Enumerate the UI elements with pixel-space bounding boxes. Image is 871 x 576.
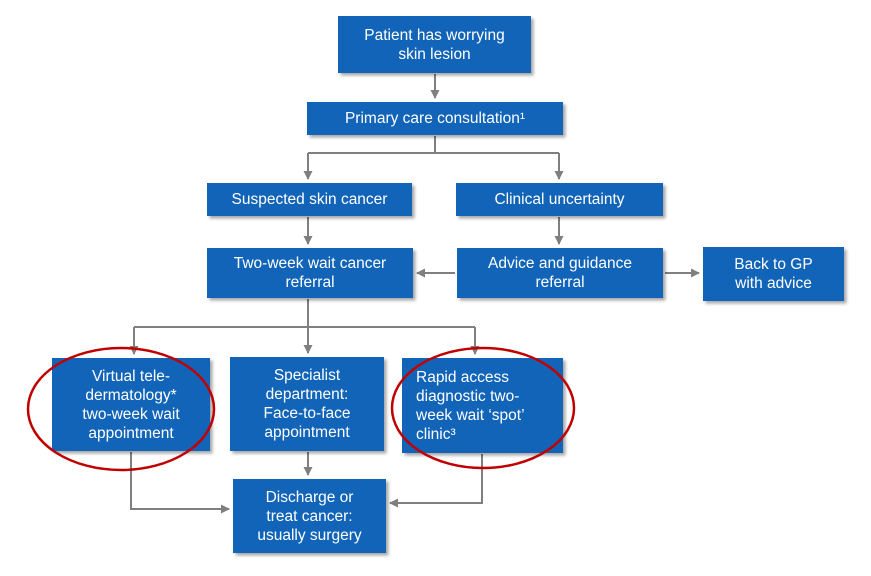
arrow-rapid-discharge	[389, 454, 483, 508]
node-back-to-gp-with-advice: Back to GP with advice	[703, 247, 844, 301]
connector-twoweek-branch	[134, 299, 475, 328]
node-discharge-or-treat-cancer: Discharge or treat cancer: usually surge…	[233, 479, 386, 553]
arrow-virtual-discharge	[130, 452, 230, 514]
highlight-ellipse-rapid-access-clinic	[390, 346, 576, 470]
node-advice-and-guidance-referral: Advice and guidance referral	[457, 248, 663, 298]
node-specialist-department-face-to-face: Specialist department: Face-to-face appo…	[230, 357, 384, 451]
node-primary-care-consultation: Primary care consultation¹	[307, 102, 563, 135]
node-rapid-access-spot-clinic: Rapid access diagnostic two- week wait ‘…	[402, 358, 563, 453]
node-virtual-teledermatology-appointment: Virtual tele- dermatology* two-week wait…	[52, 358, 210, 451]
node-suspected-skin-cancer: Suspected skin cancer	[207, 183, 412, 216]
connector-primary-branch	[308, 136, 559, 154]
node-two-week-wait-cancer-referral: Two-week wait cancer referral	[207, 248, 413, 298]
node-clinical-uncertainty: Clinical uncertainty	[456, 183, 663, 216]
node-patient-has-worrying-skin-lesion: Patient has worrying skin lesion	[338, 16, 531, 73]
highlight-ellipse-virtual-teledermatology	[26, 346, 216, 472]
